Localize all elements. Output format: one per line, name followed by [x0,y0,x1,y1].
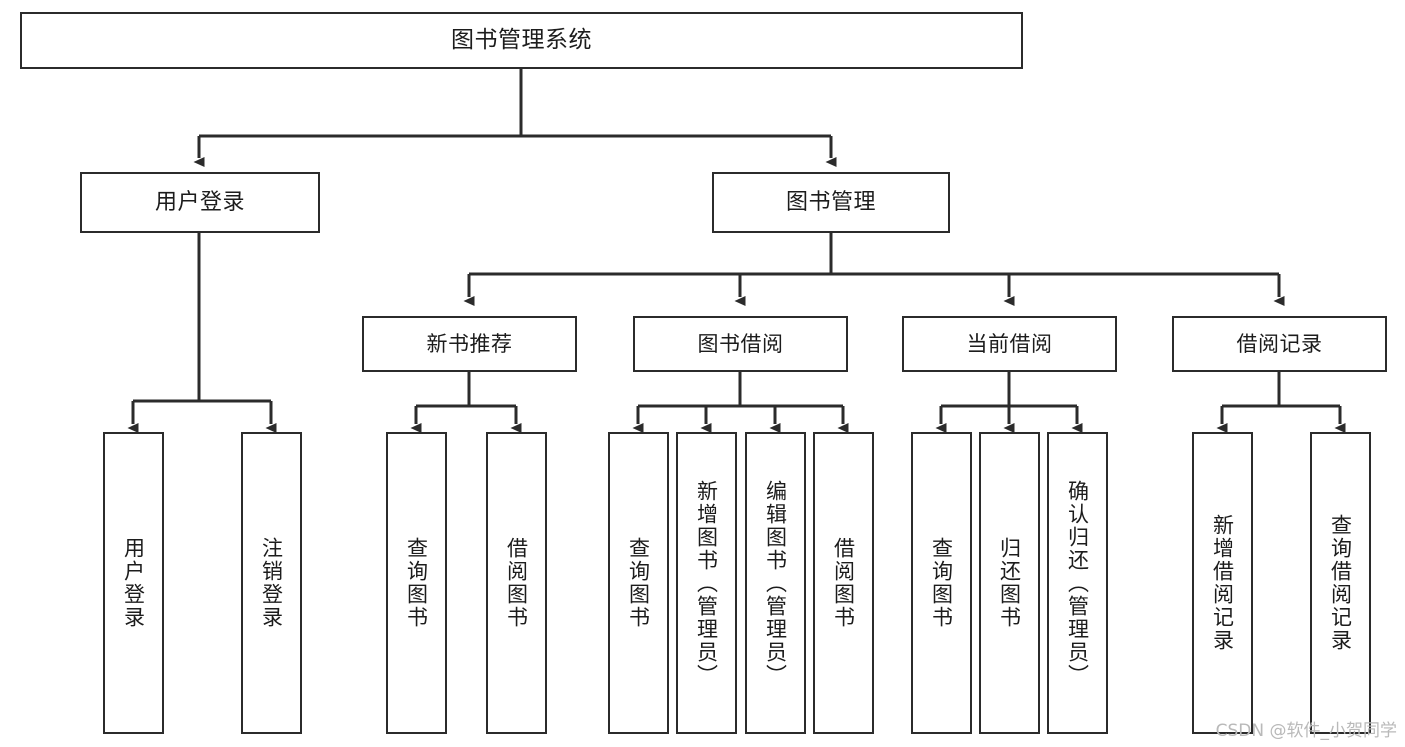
node-label: 借阅记录 [1236,331,1323,356]
node-book-management[interactable]: 图书管理 [712,172,950,233]
node-label: 新增借阅记录 [1210,514,1235,652]
leaf-return-book[interactable]: 归还图书 [979,432,1040,734]
leaf-confirm-return[interactable]: 确认归还（管理员） [1047,432,1108,734]
node-label: 查询借阅记录 [1328,514,1353,652]
node-label: 当前借阅 [966,331,1053,356]
node-label: 编辑图书（管理员） [763,479,788,687]
watermark: CSDN @软件_小贺同学 [1215,721,1397,741]
node-label: 查询图书 [404,537,429,629]
node-label: 图书管理 [785,189,876,215]
node-user-login[interactable]: 用户登录 [80,172,320,233]
leaf-borrow-book-recommend[interactable]: 借阅图书 [486,432,547,734]
node-book-borrow[interactable]: 图书借阅 [633,316,848,372]
leaf-add-borrow-record[interactable]: 新增借阅记录 [1192,432,1253,734]
leaf-edit-book[interactable]: 编辑图书（管理员） [745,432,806,734]
leaf-user-login[interactable]: 用户登录 [103,432,164,734]
node-label: 图书借阅 [697,331,784,356]
leaf-query-book-current[interactable]: 查询图书 [911,432,972,734]
node-label: 查询图书 [626,537,651,629]
leaf-query-borrow-record[interactable]: 查询借阅记录 [1310,432,1371,734]
node-label: 借阅图书 [831,537,856,629]
node-borrow-record[interactable]: 借阅记录 [1172,316,1387,372]
leaf-add-book[interactable]: 新增图书（管理员） [676,432,737,734]
node-label: 用户登录 [121,537,146,629]
node-label: 注销登录 [259,537,284,629]
node-label: 图书管理系统 [451,27,592,54]
leaf-borrow-book[interactable]: 借阅图书 [813,432,874,734]
node-label: 归还图书 [997,537,1022,629]
leaf-query-book-recommend[interactable]: 查询图书 [386,432,447,734]
node-label: 新书推荐 [426,331,513,356]
node-root-book-management-system[interactable]: 图书管理系统 [20,12,1023,69]
node-label: 确认归还（管理员） [1065,479,1090,687]
node-label: 查询图书 [929,537,954,629]
node-label: 借阅图书 [504,537,529,629]
leaf-logout[interactable]: 注销登录 [241,432,302,734]
node-current-borrow[interactable]: 当前借阅 [902,316,1117,372]
node-new-book-recommend[interactable]: 新书推荐 [362,316,577,372]
node-label: 新增图书（管理员） [694,479,719,687]
node-label: 用户登录 [154,189,245,215]
leaf-query-book-borrow[interactable]: 查询图书 [608,432,669,734]
